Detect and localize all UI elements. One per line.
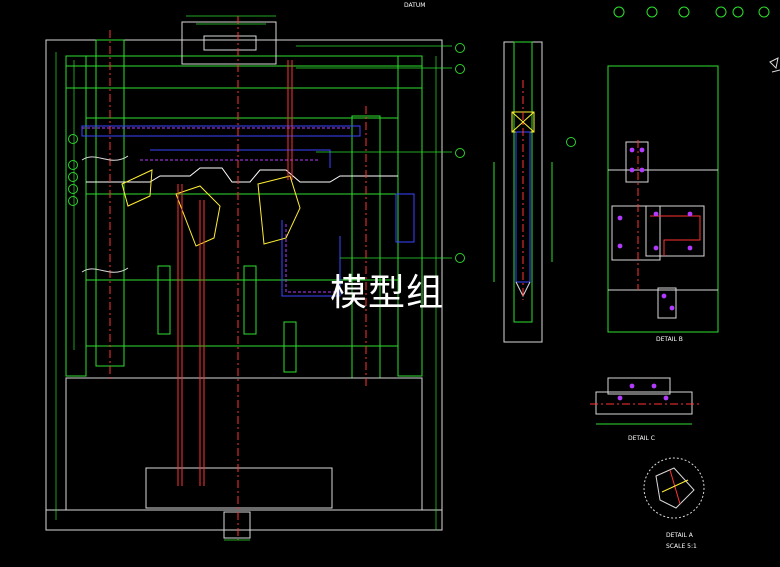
cavity-plate [85,117,399,195]
cooling-channel-upper [81,125,361,137]
callout-5 [566,137,576,147]
datum-label: DATUM [404,2,426,9]
callout-left-1 [68,134,78,144]
detail-b-label: DETAIL B [656,336,683,343]
callout-1 [455,43,465,53]
detail-c-view [590,377,700,425]
parting-line [86,167,398,183]
detail-a-view [643,457,705,519]
detail-c-label: DETAIL C [628,435,655,442]
callout-left-5 [68,196,78,206]
callout-left-4 [68,184,78,194]
legend-markers [613,6,770,18]
left-support-column [65,55,87,377]
callout-2 [455,64,465,74]
molded-part-left [175,185,221,247]
watermark-text: 模型组 [330,271,444,314]
detail-a-scale-label: SCALE 5:1 [666,543,697,550]
side-section-view [493,41,553,343]
callout-left-2 [68,160,78,170]
callout-4 [455,253,465,263]
support-plate [85,279,399,347]
ejector-plate [145,467,333,509]
corner-arrow-icon [769,57,780,73]
callout-3 [455,148,465,158]
ejector-housing [65,377,423,511]
detail-b-view [607,65,719,333]
detail-a-label: DETAIL A [666,532,693,539]
molded-part-right [257,175,301,245]
right-support-column [397,55,423,377]
sprue-bushing [181,21,277,65]
cooling-channel-lower [150,149,331,168]
callout-left-3 [68,172,78,182]
main-section-view [45,15,452,541]
locating-ring-bottom [223,511,251,539]
bottom-clamp-plate [45,509,443,531]
side-slide-block [395,193,415,243]
